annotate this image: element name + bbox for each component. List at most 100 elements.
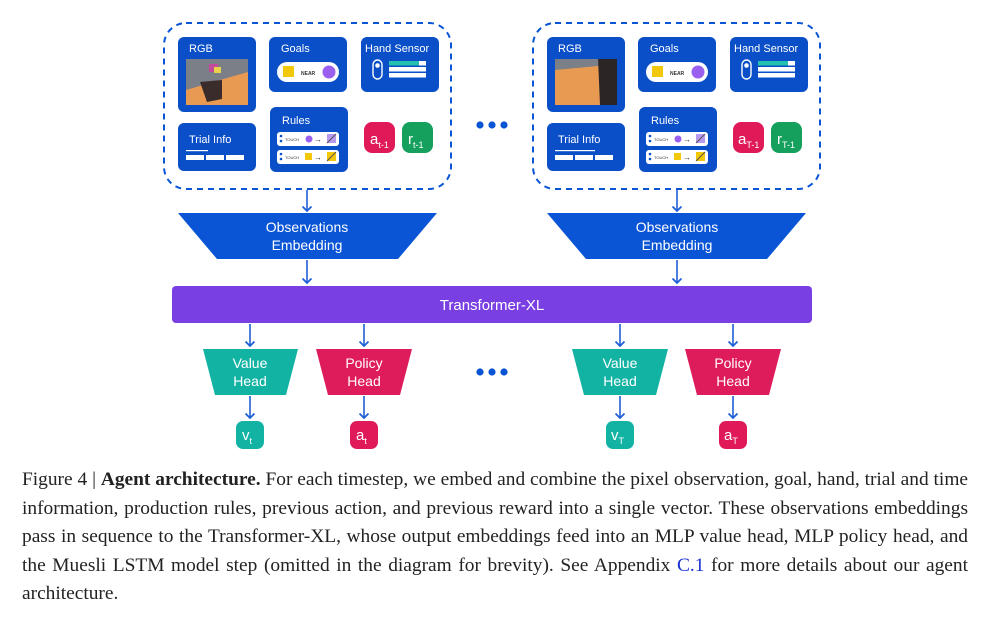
svg-text:at: at <box>356 427 367 446</box>
goal-near-label: NEAR <box>670 71 685 77</box>
value-output-right: vT <box>606 421 634 449</box>
value-head-line2: Head <box>603 373 636 389</box>
hand-sensor-label: Hand Sensor <box>734 43 799 55</box>
policy-head-right: Policy Head <box>685 349 781 395</box>
transformer-label: Transformer-XL <box>440 297 544 314</box>
hand-sensor-tile: Hand Sensor <box>361 37 439 92</box>
svg-text:→: → <box>314 153 322 162</box>
rules-label: Rules <box>651 115 680 127</box>
previous-action-symbol: a <box>370 131 379 148</box>
appendix-link[interactable]: C.1 <box>676 554 705 576</box>
rgb-tile: RGB <box>547 37 625 112</box>
value-head-line1: Value <box>233 355 268 371</box>
observations-embedding-left: Observations Embedding <box>178 213 437 259</box>
value-output-subscript: T <box>619 436 625 446</box>
previous-reward-tile: rT-1 <box>771 122 802 153</box>
previous-action-subscript: t-1 <box>378 140 389 150</box>
svg-text:→: → <box>314 135 322 144</box>
action-output-subscript: t <box>364 436 367 446</box>
goal-purple-sphere-icon <box>322 65 336 79</box>
goal-near-label: NEAR <box>301 71 316 77</box>
goals-label: Goals <box>650 43 679 55</box>
goals-tile: Goals NEAR <box>269 37 347 92</box>
previous-reward-subscript: T-1 <box>782 140 795 150</box>
value-output-left: vt <box>236 421 264 449</box>
action-output-symbol: a <box>356 427 365 444</box>
hand-sensor-icon <box>741 59 752 80</box>
value-head-right: Value Head <box>572 349 668 395</box>
observation-panel-right: RGB Goals NEAR Hand Sensor <box>532 22 821 190</box>
hand-sensor-tile: Hand Sensor <box>730 37 808 92</box>
trial-info-tile: Trial Info <box>178 123 256 171</box>
svg-text:vT: vT <box>611 427 625 446</box>
hand-sensor-label: Hand Sensor <box>365 43 430 55</box>
policy-head-line1: Policy <box>345 355 382 371</box>
svg-text:aT-1: aT-1 <box>738 131 759 150</box>
value-output-subscript: t <box>250 436 253 446</box>
hand-sensor-icon <box>372 59 383 80</box>
observations-embedding-right: Observations Embedding <box>547 213 806 259</box>
figure-title: Agent architecture. <box>100 469 261 490</box>
trial-info-label: Trial Info <box>189 134 231 146</box>
action-output-right: aT <box>719 421 747 449</box>
previous-reward-symbol: r <box>777 131 782 148</box>
goal-yellow-cube-icon <box>283 66 294 77</box>
svg-text:rT-1: rT-1 <box>777 131 795 150</box>
svg-text:rt-1: rt-1 <box>408 131 424 150</box>
rgb-tile: RGB <box>178 37 256 112</box>
policy-head-left: Policy Head <box>316 349 412 395</box>
embedding-label-line2: Embedding <box>642 237 713 253</box>
embedding-label-line1: Observations <box>636 219 718 235</box>
caption-text: For each timestep, we embed and combine … <box>22 469 969 576</box>
value-head-line2: Head <box>233 373 266 389</box>
observation-panel-left: RGB Goals NEAR Hand Sensor <box>163 22 452 190</box>
previous-reward-tile: rt-1 <box>402 122 433 153</box>
value-output-symbol: v <box>242 427 250 444</box>
figure-caption: Figure 4 | Agent architecture. For each … <box>22 466 968 609</box>
rgb-image <box>555 59 617 105</box>
previous-action-tile: aT-1 <box>733 122 764 153</box>
previous-action-symbol: a <box>738 131 747 148</box>
policy-head-line1: Policy <box>714 355 751 371</box>
goals-label: Goals <box>281 43 310 55</box>
value-head-line1: Value <box>603 355 638 371</box>
timestep-ellipsis-top <box>476 121 508 129</box>
previous-action-tile: at-1 <box>364 122 395 153</box>
action-output-left: at <box>350 421 378 449</box>
rules-tile: Rules TOUCH → TOUCH → <box>270 107 348 172</box>
rule-touch-label-1: TOUCH <box>654 137 668 142</box>
rule-touch-label-1: TOUCH <box>285 137 299 142</box>
rules-label: Rules <box>282 115 311 127</box>
timestep-ellipsis-bottom <box>476 368 508 376</box>
observation-boundary <box>532 22 821 190</box>
policy-head-line2: Head <box>716 373 749 389</box>
svg-text:vt: vt <box>242 427 253 446</box>
value-output-symbol: v <box>611 427 619 444</box>
svg-text:at-1: at-1 <box>370 131 389 150</box>
observation-boundary <box>163 22 452 190</box>
previous-reward-symbol: r <box>408 131 413 148</box>
embedding-label-line2: Embedding <box>272 237 343 253</box>
transformer-xl-block: Transformer-XL <box>172 286 812 323</box>
architecture-diagram: RGB Goals NEAR Hand Sensor <box>163 22 821 449</box>
figure-label: Figure 4 | <box>22 469 101 490</box>
policy-head-line2: Head <box>347 373 380 389</box>
svg-text:→: → <box>683 135 691 144</box>
goal-purple-sphere-icon <box>691 65 705 79</box>
goals-tile: Goals NEAR <box>638 37 716 92</box>
previous-reward-subscript: t-1 <box>413 140 424 150</box>
rule-touch-label-2: TOUCH <box>285 155 299 160</box>
trial-info-tile: Trial Info <box>547 123 625 171</box>
previous-action-subscript: T-1 <box>746 140 759 150</box>
rgb-image <box>186 59 248 105</box>
rule-touch-label-2: TOUCH <box>654 155 668 160</box>
trial-info-label: Trial Info <box>558 134 600 146</box>
svg-text:→: → <box>683 153 691 162</box>
rgb-label: RGB <box>189 43 213 55</box>
goal-yellow-cube-icon <box>652 66 663 77</box>
svg-text:aT: aT <box>724 427 738 446</box>
rules-tile: Rules TOUCH → TOUCH → <box>639 107 717 172</box>
rgb-label: RGB <box>558 43 582 55</box>
embedding-label-line1: Observations <box>266 219 348 235</box>
action-output-subscript: T <box>732 436 738 446</box>
